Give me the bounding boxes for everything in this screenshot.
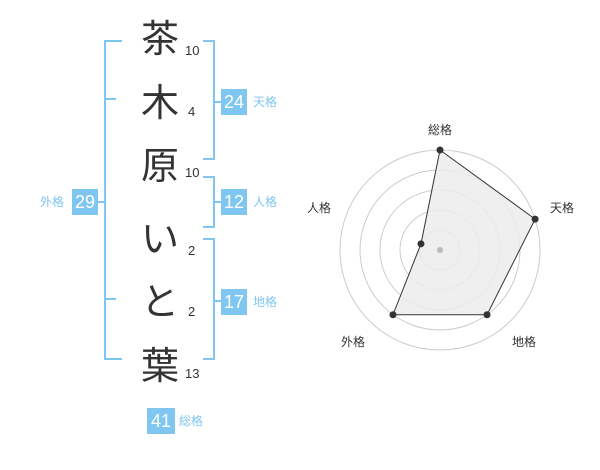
stroke-count-2: 4 xyxy=(188,104,196,119)
radar-axis-label-jinkaku: 人格 xyxy=(307,200,331,215)
radar-points xyxy=(389,146,539,319)
soukaku-value: 41 xyxy=(147,408,175,434)
radar-point-2 xyxy=(531,215,539,223)
jinkaku-label: 人格 xyxy=(253,195,278,209)
stroke-count-1: 10 xyxy=(185,43,200,58)
tenkaku-value: 24 xyxy=(221,89,247,115)
radar-axis-label-soukaku: 総格 xyxy=(428,122,452,137)
name-char-3: 原 xyxy=(140,144,179,188)
name-char-5: と xyxy=(140,280,179,324)
stroke-count-4: 2 xyxy=(188,243,196,258)
name-char-1: 茶 xyxy=(140,17,179,61)
radar-axis-label-chikaku: 地格 xyxy=(512,334,536,349)
stroke-count-5: 2 xyxy=(188,304,196,319)
name-char-4: い xyxy=(140,217,179,261)
stroke-count-3: 10 xyxy=(185,165,200,180)
stroke-count-6: 13 xyxy=(185,366,200,381)
radar-axis-label-tenkaku: 天格 xyxy=(550,200,574,215)
soukaku-label: 総格 xyxy=(179,414,204,428)
name-char-6: 葉 xyxy=(140,344,179,388)
radar-point-4 xyxy=(389,311,397,319)
radar-axis-label-gaikaku: 外格 xyxy=(341,334,365,349)
radar-point-5 xyxy=(417,240,425,248)
radar-center xyxy=(437,247,443,253)
tenkaku-label: 天格 xyxy=(253,95,278,109)
radar-area xyxy=(392,149,536,316)
chikaku-value: 17 xyxy=(221,289,247,315)
gaikaku-value: 29 xyxy=(72,189,98,215)
gaikaku-label: 外格 xyxy=(40,195,65,209)
radar-point-1 xyxy=(436,146,444,154)
radar-point-3 xyxy=(483,311,491,319)
name-char-2: 木 xyxy=(140,81,179,125)
jinkaku-value: 12 xyxy=(221,189,247,215)
chikaku-label: 地格 xyxy=(253,295,278,309)
